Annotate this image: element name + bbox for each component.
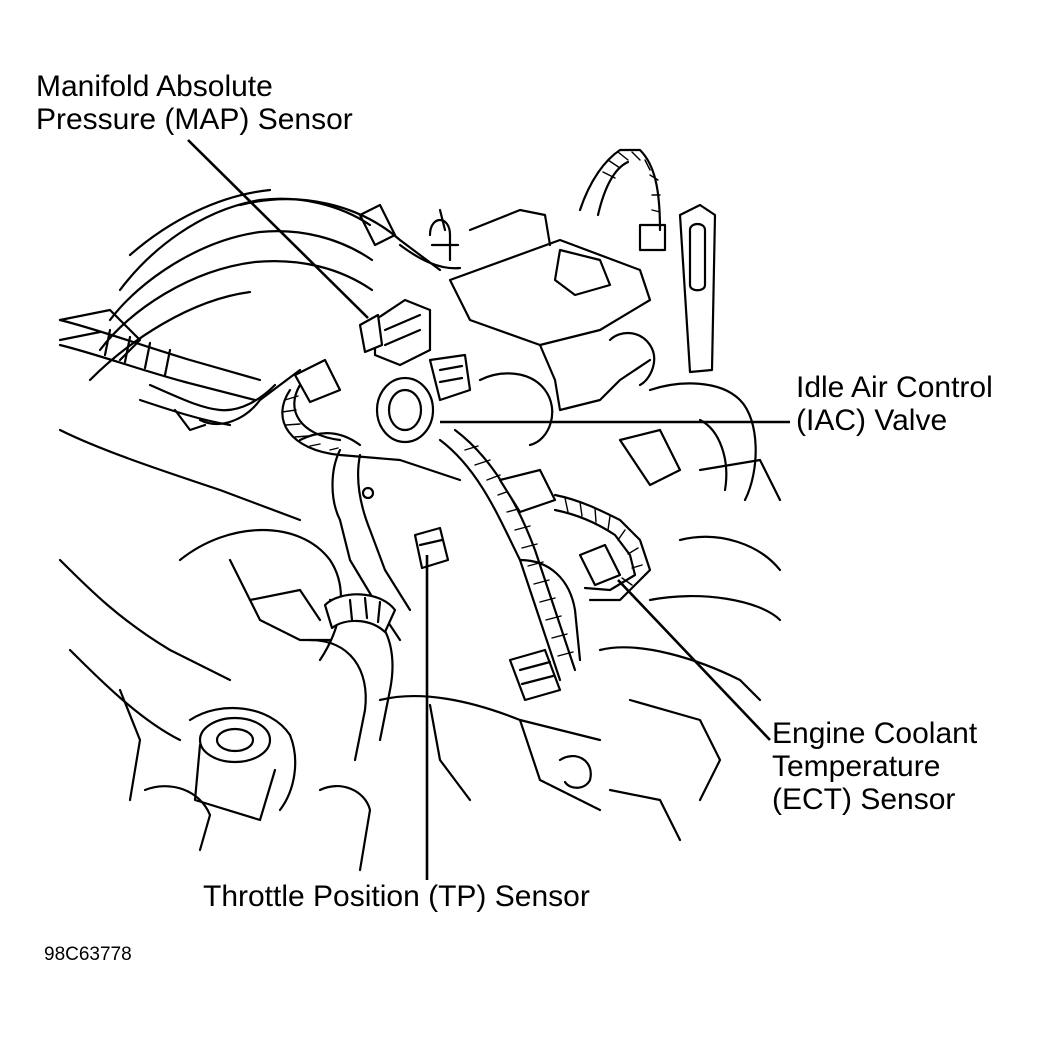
vacuum-hose [58,318,302,432]
map-sensor-label: Manifold Absolute Pressure (MAP) Sensor [36,70,353,136]
intake-manifold [58,188,462,382]
map-sensor-component [358,298,432,367]
coolant-hose [143,528,397,872]
wire-harness [281,358,652,702]
upper-pipe [578,148,717,374]
tp-sensor-component [413,526,450,570]
leader-lines [187,139,790,880]
throttle-body [428,208,757,502]
iac-valve-label: Idle Air Control (IAC) Valve [796,371,993,437]
ect-sensor-label: Engine Coolant Temperature (ECT) Sensor [772,717,978,816]
mount-bracket [298,431,412,642]
ect-leader-line [617,579,771,741]
map-leader-line [187,139,369,319]
figure-id: 98C63778 [44,944,132,965]
tp-sensor-label: Throttle Position (TP) Sensor [203,880,590,913]
iac-valve-component [375,353,472,444]
engine-block [58,428,782,842]
